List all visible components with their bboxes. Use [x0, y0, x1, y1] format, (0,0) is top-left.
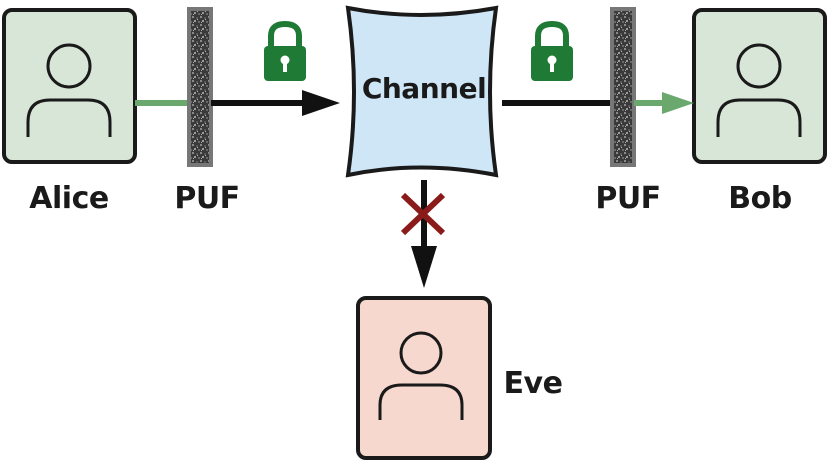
- lock-icon: [531, 20, 573, 81]
- puf-left: [187, 7, 213, 167]
- puf-right: [610, 7, 636, 167]
- eve-node: [356, 296, 492, 460]
- puf-right-label: PUF: [595, 181, 660, 216]
- person-icon: [378, 331, 464, 420]
- cross-icon: [400, 192, 446, 236]
- puf-left-label: PUF: [174, 181, 239, 216]
- lock-icon: [264, 20, 306, 81]
- channel-node: Channel: [345, 5, 499, 178]
- person-icon: [716, 43, 802, 137]
- alice-node: [2, 8, 137, 164]
- puf-to-bob-arrow: [634, 92, 694, 114]
- puf-to-channel-arrow: [211, 90, 340, 116]
- channel-to-eve-arrow: [411, 180, 437, 288]
- channel-label: Channel: [362, 72, 486, 105]
- person-icon: [26, 43, 112, 137]
- alice-label: Alice: [29, 181, 108, 216]
- eve-label: Eve: [504, 366, 563, 401]
- bob-node: [692, 8, 827, 164]
- bob-label: Bob: [728, 181, 791, 216]
